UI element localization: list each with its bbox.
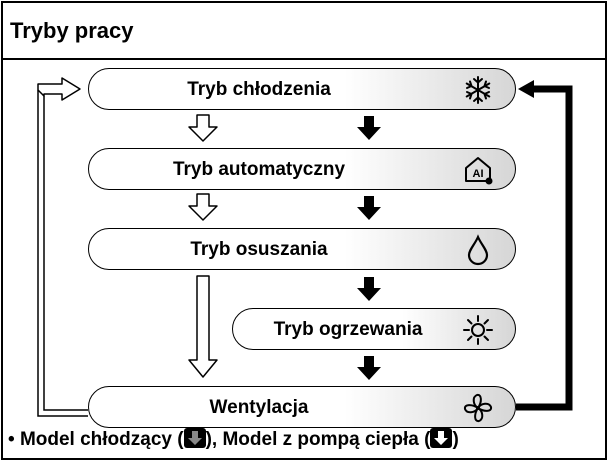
- heat-pump-loop-arrowhead: [37, 77, 81, 101]
- fan-icon: [463, 393, 493, 423]
- auto-ai-icon: AI: [465, 157, 493, 185]
- mode-drying: Tryb osuszania: [88, 228, 516, 270]
- mode-ventilation: Wentylacja: [88, 386, 516, 428]
- black-arrow-dry-to-heat: [357, 277, 381, 301]
- mode-heating-label: Tryb ogrzewania: [273, 319, 423, 340]
- white-arrow-icon: [430, 428, 453, 448]
- sun-icon: [463, 315, 493, 345]
- legend-separator: ),: [205, 429, 223, 450]
- title-divider: [1, 58, 607, 60]
- mode-ventilation-label: Wentylacja: [209, 397, 309, 418]
- mode-cooling: Tryb chłodzenia: [88, 68, 516, 110]
- mode-drying-label: Tryb osuszania: [190, 239, 328, 260]
- legend-bullet: •: [8, 429, 15, 450]
- diagram-title: Tryby pracy: [10, 18, 134, 43]
- mode-heating: Tryb ogrzewania: [232, 308, 516, 350]
- black-arrow-auto-to-dry: [357, 196, 381, 220]
- water-drop-icon: [467, 234, 489, 266]
- mode-cooling-label: Tryb chłodzenia: [187, 79, 331, 100]
- model-legend: • Model chłodzący ( ), Model z pompą cie…: [8, 428, 459, 451]
- heat-pump-return-loop-inner: [43, 96, 88, 411]
- mode-automatic-label: Tryb automatyczny: [172, 159, 346, 180]
- mode-automatic: Tryb automatyczny AI: [88, 148, 516, 190]
- cooling-loop-arrowhead: [518, 80, 534, 98]
- heat-pump-return-loop: [37, 90, 88, 417]
- white-arrow-dry-to-vent: [188, 275, 218, 378]
- legend-heat-pump-model: Model z pompą ciepła (: [222, 429, 431, 450]
- cooling-return-loop: [516, 85, 573, 411]
- svg-text:AI: AI: [473, 168, 484, 180]
- black-arrow-cool-to-auto: [357, 116, 381, 140]
- black-arrow-icon: [183, 428, 206, 448]
- black-arrow-heat-to-vent: [357, 356, 381, 380]
- snowflake-icon: [465, 76, 491, 104]
- legend-cooling-model: Model chłodzący (: [19, 429, 184, 450]
- white-arrow-auto-to-dry: [188, 193, 218, 221]
- legend-closing: ): [452, 429, 459, 450]
- white-arrow-cool-to-auto: [188, 114, 218, 142]
